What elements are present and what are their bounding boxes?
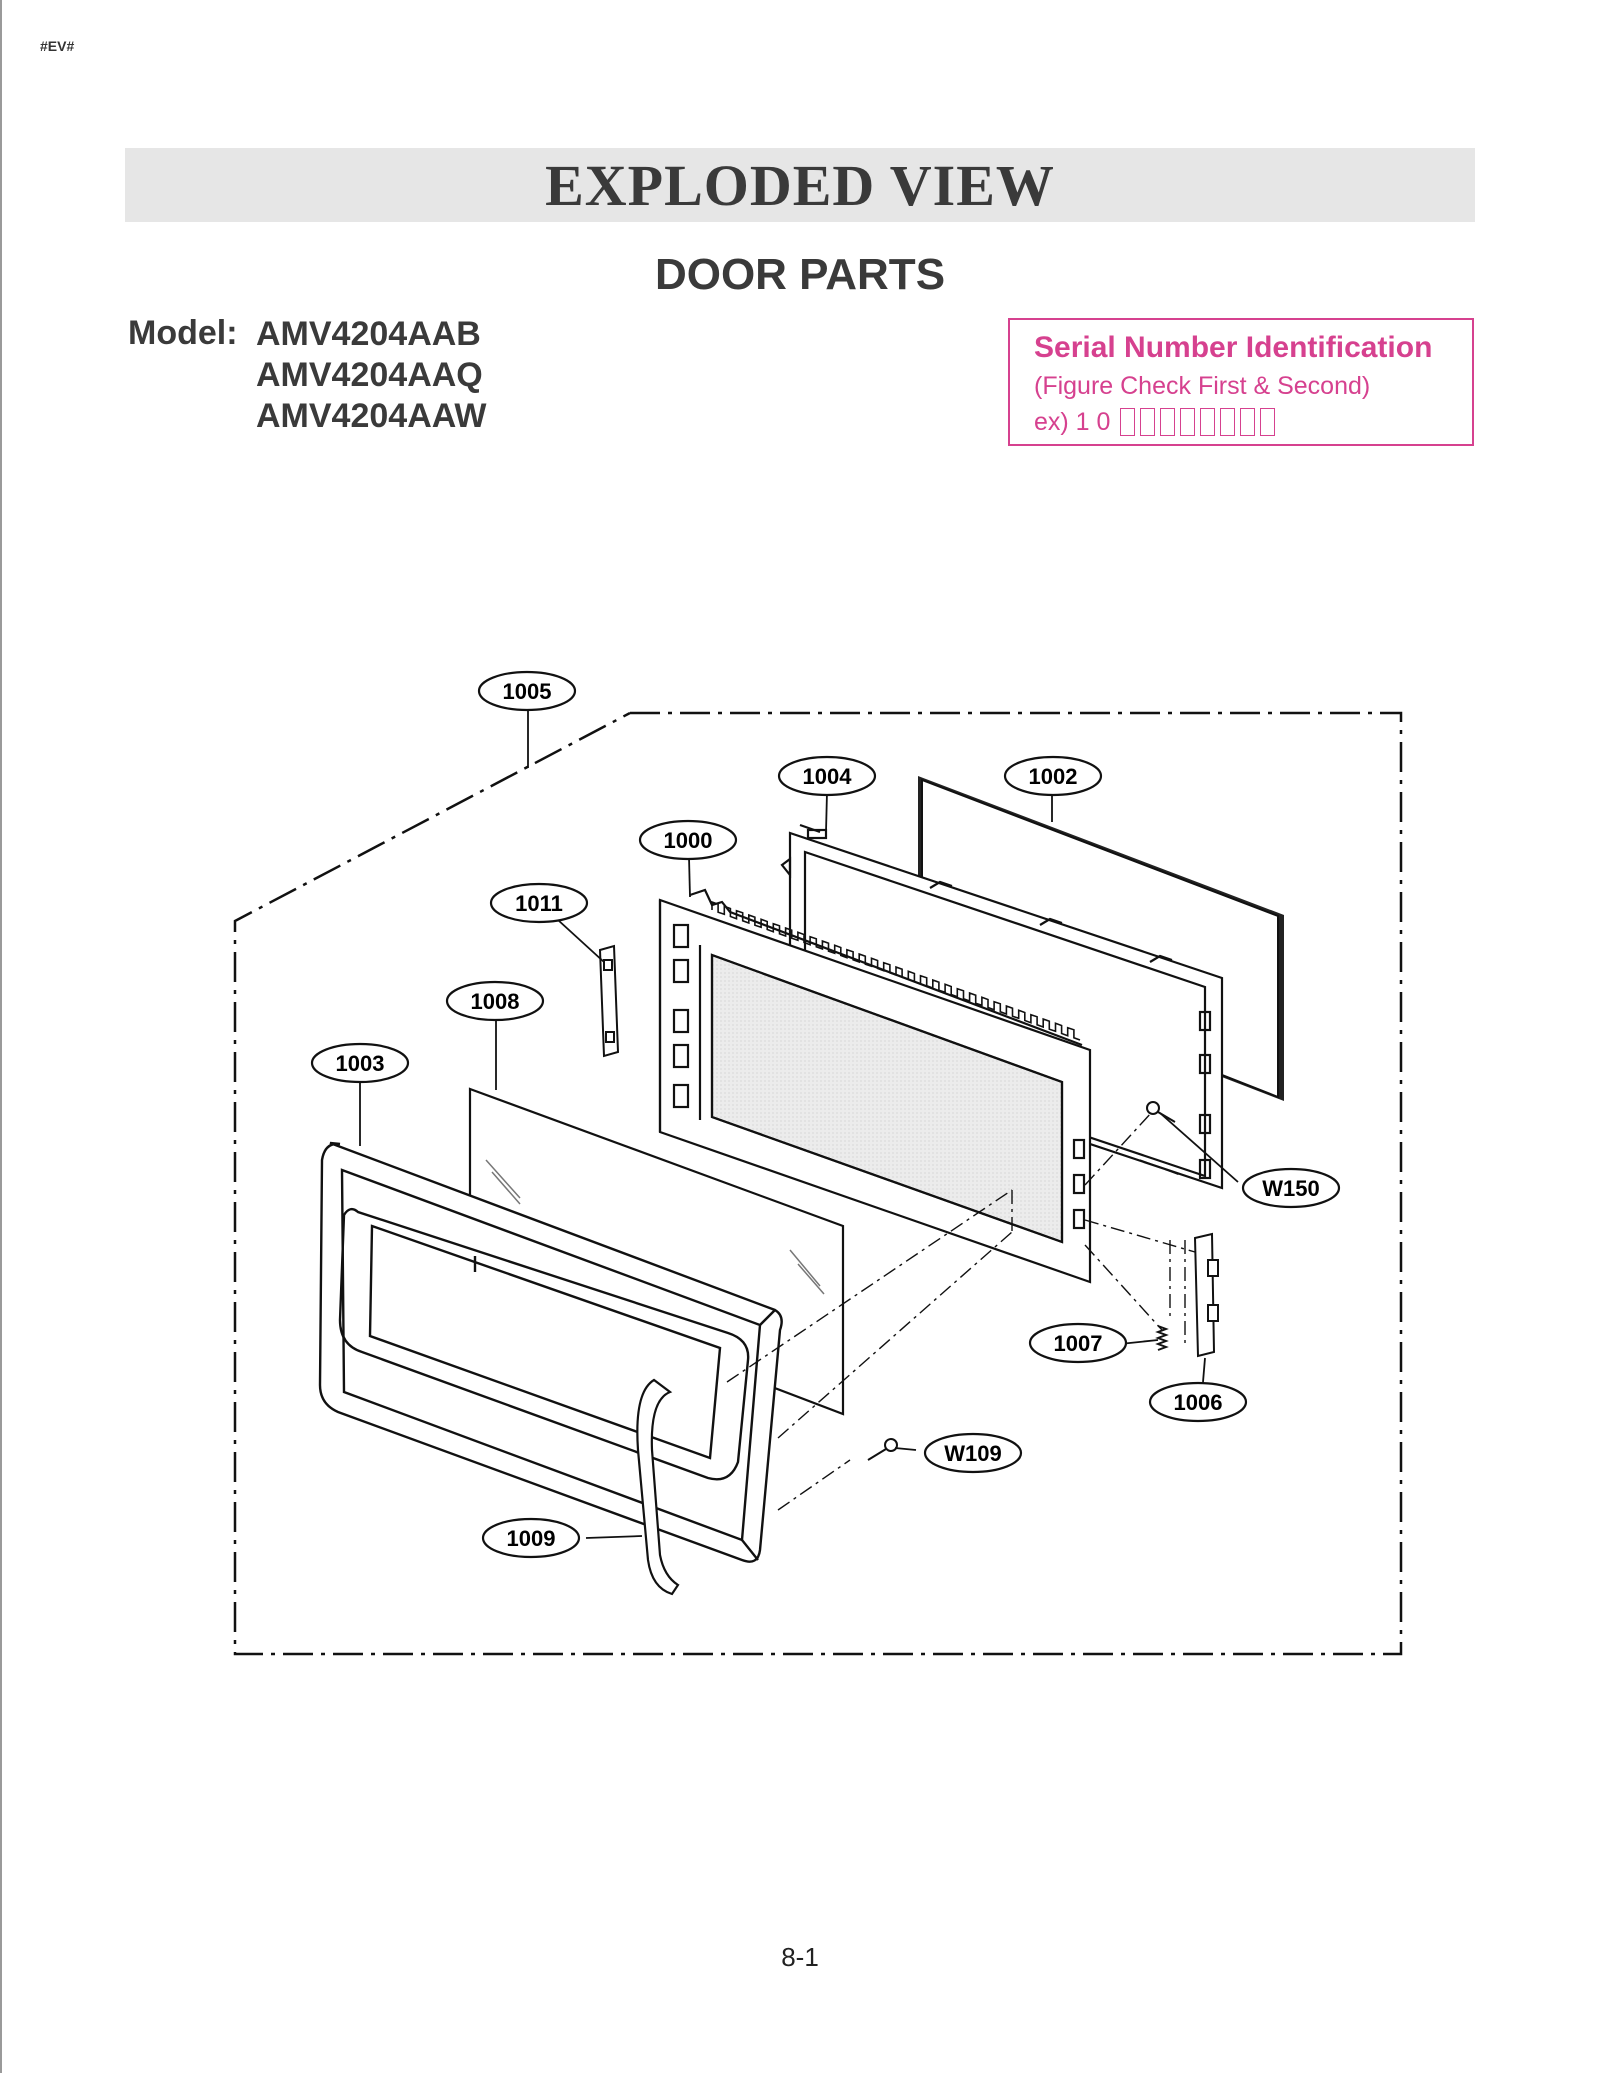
callout-1011: 1011 <box>489 882 589 924</box>
page-edge-rule <box>0 0 2 2073</box>
latch-lever <box>1193 1232 1219 1358</box>
callout-1005: 1005 <box>477 670 577 712</box>
model-number: AMV4204AAB <box>256 315 481 353</box>
callout-label: 1008 <box>471 989 520 1014</box>
callout-1006: 1006 <box>1148 1381 1248 1423</box>
serial-digit-box <box>1240 408 1256 436</box>
assembly-guide-lines <box>726 1111 1196 1511</box>
w109-screw-icon <box>867 1438 898 1461</box>
callout-label: 1011 <box>515 891 563 916</box>
page-title: EXPLODED VIEW <box>545 152 1055 218</box>
serial-digit-box <box>1200 408 1216 436</box>
callout-label: W150 <box>1262 1176 1319 1201</box>
callout-1009: 1009 <box>481 1517 581 1559</box>
model-label: Model: <box>128 314 238 352</box>
callout-label: 1004 <box>803 764 853 789</box>
callout-w150: W150 <box>1241 1167 1341 1209</box>
serial-digit-box <box>1260 408 1276 436</box>
serial-box-note: (Figure Check First & Second) <box>1034 372 1371 400</box>
model-number: AMV4204AAW <box>256 397 487 435</box>
callout-label: 1007 <box>1054 1331 1103 1356</box>
title-banner: EXPLODED VIEW <box>125 148 1475 222</box>
callout-1007: 1007 <box>1028 1322 1128 1364</box>
callout-1002: 1002 <box>1003 755 1103 797</box>
corner-tag: #EV# <box>40 38 75 54</box>
latch-plate <box>598 944 620 1058</box>
serial-digit-box <box>1180 408 1196 436</box>
callout-label: 1002 <box>1029 764 1078 789</box>
serial-digit-box <box>1160 408 1176 436</box>
callout-1003: 1003 <box>310 1042 410 1084</box>
door-handle <box>636 1378 680 1596</box>
section-subtitle: DOOR PARTS <box>654 250 946 299</box>
callout-label: 1000 <box>664 828 713 853</box>
serial-box-title: Serial Number Identification <box>1034 331 1433 364</box>
serial-digit-box <box>1220 408 1236 436</box>
callout-label: 1005 <box>503 679 552 704</box>
inner-frame-teeth <box>711 900 1081 1041</box>
callout-1008: 1008 <box>445 980 545 1022</box>
callout-w109: W109 <box>923 1432 1023 1474</box>
serial-example-prefix: ex) 1 0 <box>1034 408 1111 436</box>
latch-spring-icon <box>1155 1325 1169 1351</box>
serial-example: ex) 1 0 <box>1034 404 1448 440</box>
serial-digit-box <box>1140 408 1156 436</box>
callout-label: W109 <box>944 1441 1001 1466</box>
model-number: AMV4204AAQ <box>256 356 483 394</box>
callout-label: 1006 <box>1174 1390 1223 1415</box>
serial-digit-boxes <box>1120 408 1280 436</box>
door-front-panel <box>318 1141 783 1563</box>
callout-1004: 1004 <box>777 755 877 797</box>
serial-digit-box <box>1120 408 1136 436</box>
page-number: 8-1 <box>781 1942 819 1972</box>
callout-label: 1003 <box>336 1051 385 1076</box>
serial-number-box: Serial Number Identification (Figure Che… <box>1008 318 1474 446</box>
model-list: AMV4204AAB AMV4204AAQ AMV4204AAW <box>256 314 487 437</box>
callout-1000: 1000 <box>638 819 738 861</box>
callout-label: 1009 <box>507 1526 556 1551</box>
